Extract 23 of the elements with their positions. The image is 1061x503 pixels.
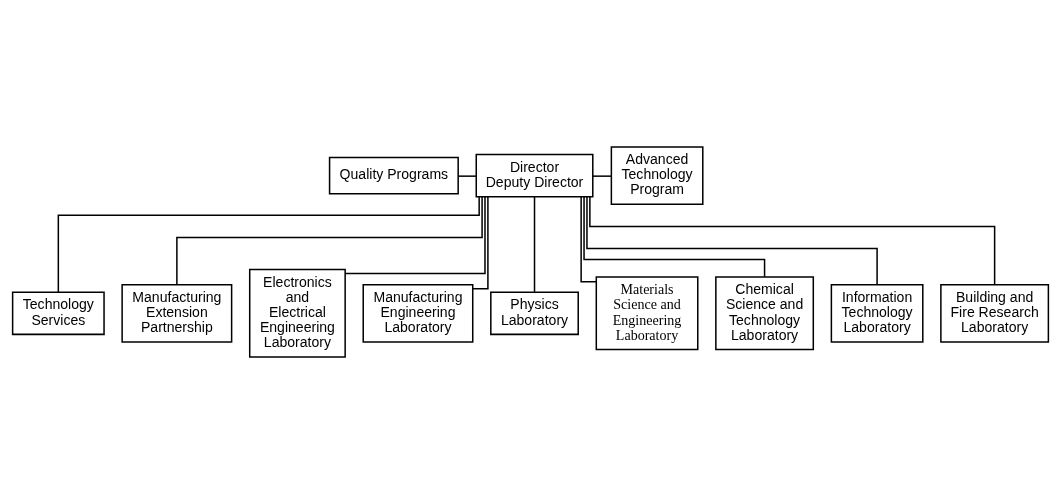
node-box: Director Deputy Director xyxy=(475,153,594,197)
connector xyxy=(586,195,878,285)
connector xyxy=(583,195,766,278)
connector xyxy=(176,195,483,285)
connector xyxy=(344,195,486,274)
node-box: Advanced Technology Program xyxy=(610,145,704,205)
connector xyxy=(533,195,536,293)
connector xyxy=(472,195,489,289)
connector xyxy=(57,195,480,293)
node-box: Manufacturing Engineering Laboratory xyxy=(362,283,474,343)
node-box: Manufacturing Extension Partnership xyxy=(121,283,233,343)
node-box: Electronics and Electrical Engineering Laboratory xyxy=(248,268,346,358)
connector xyxy=(580,195,597,282)
node-box: Technology Services xyxy=(11,290,105,335)
connector xyxy=(589,195,996,285)
node-box: Building and Fire Research Laboratory xyxy=(940,283,1050,343)
node-box: Materials Science and Engineering Laboratory xyxy=(595,275,699,350)
node-box: Information Technology Laboratory xyxy=(830,283,924,343)
node-box: Physics Laboratory xyxy=(490,290,579,335)
node-box: Quality Programs xyxy=(328,156,459,194)
connector xyxy=(592,174,613,177)
node-box: Chemical Science and Technology Laboratory xyxy=(715,275,815,350)
connector xyxy=(457,174,477,177)
